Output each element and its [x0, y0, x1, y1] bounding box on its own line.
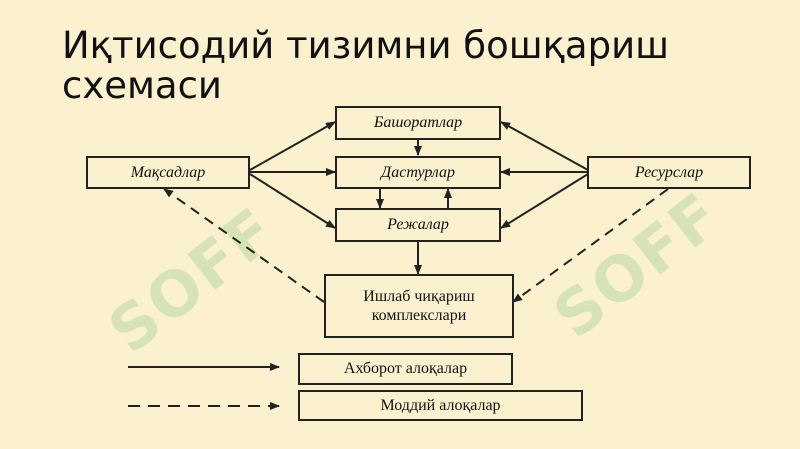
legend-material-links: Моддий алоқалар	[298, 390, 583, 421]
title-line-2: схемаси	[62, 64, 222, 107]
node-plans: Режалар	[335, 208, 501, 242]
node-forecasts: Башоратлар	[335, 106, 501, 140]
node-resources: Ресурслар	[587, 156, 751, 189]
page-title: Иқтисодий тизимни бошқариш схемаси	[62, 26, 669, 106]
node-programs: Дастурлар	[335, 156, 501, 189]
node-production: Ишлаб чиқариш комплекслари	[324, 274, 514, 338]
title-line-1: Иқтисодий тизимни бошқариш	[62, 24, 669, 67]
arrow-goals-to-forecasts	[249, 121, 336, 171]
arrow-resources-to-plans	[500, 173, 589, 229]
node-goals: Мақсадлар	[86, 156, 250, 189]
arrow-goals-to-plans	[249, 173, 336, 229]
dashed-resources-to-production	[512, 188, 669, 303]
node-production-line-2: комплекслари	[371, 307, 467, 324]
arrow-resources-to-forecasts	[500, 121, 589, 171]
node-production-line-1: Ишлаб чиқариш	[363, 288, 475, 305]
legend-information-links: Ахборот алоқалар	[298, 353, 513, 385]
